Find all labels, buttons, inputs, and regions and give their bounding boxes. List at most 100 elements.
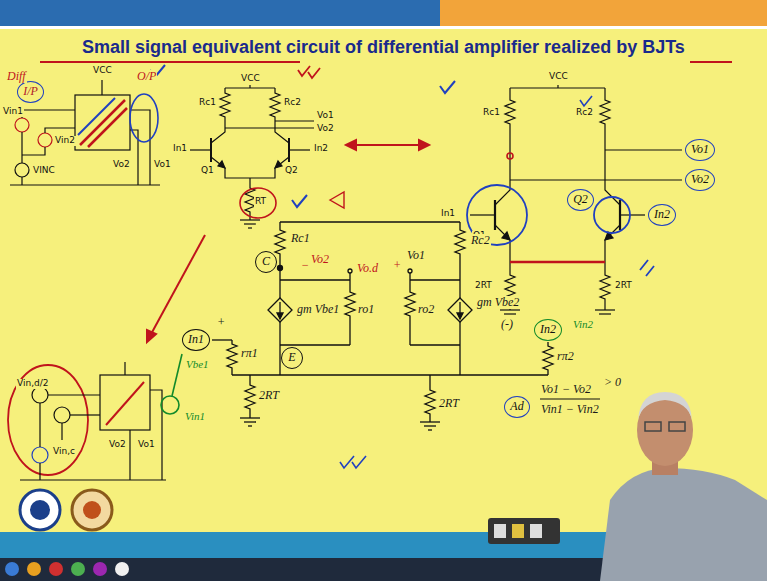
block-diagram-top-left-stroke [21, 177, 22, 185]
slide-frame-stroke [49, 562, 63, 576]
block-diagram-top-left-stroke [22, 147, 45, 155]
small-signal-circuit-stroke [349, 273, 350, 280]
signal-label: Rc1 [290, 232, 311, 245]
block-diagram-top-left-stroke [21, 132, 22, 163]
annotation-arrows [147, 140, 429, 342]
small-signal-circuit-stroke [540, 398, 600, 399]
diff-pair-right-stroke [600, 225, 620, 310]
small-signal-circuit-stroke [340, 456, 366, 468]
signal-label: Diff [6, 70, 27, 83]
small-signal-circuit-stroke [348, 269, 352, 273]
block-diagram-top-left-stroke [15, 118, 29, 132]
signal-label: Vo1 [406, 249, 426, 262]
signal-label: 2RT [438, 397, 460, 410]
small-signal-circuit-stroke [409, 273, 410, 280]
slide-frame-stroke [40, 61, 300, 63]
circled-label: In1 [182, 329, 210, 351]
node-text: C [262, 255, 270, 268]
block-diagram-top-left-stroke [101, 80, 102, 95]
signal-label: VINC [32, 166, 56, 176]
signal-label: Rc1 [482, 108, 501, 118]
block-diagram-top-left-stroke [38, 133, 52, 147]
node-text: In1 [188, 333, 204, 346]
signal-label: Vo1 [316, 111, 335, 121]
block-diagram-bottom-left-stroke [32, 387, 48, 403]
slide-frame-stroke [30, 500, 50, 520]
signal-label: Vin1 [184, 410, 206, 422]
small-signal-circuit-stroke [279, 322, 280, 375]
diff-pair-right-stroke [470, 214, 495, 215]
signal-label: gm Vbe2 [476, 296, 520, 309]
presenter-figure-stroke [600, 468, 767, 581]
annotation-arrows-stroke [147, 330, 156, 342]
small-signal-circuit-stroke [425, 375, 435, 422]
signal-label: VCC [92, 66, 113, 76]
block-diagram-bottom-left-stroke [61, 423, 62, 440]
signal-label: VCC [240, 74, 261, 84]
diff-pair-right-stroke [510, 179, 682, 180]
small-signal-circuit-stroke [459, 280, 460, 298]
diff-pair-middle-stroke [240, 219, 260, 220]
signal-label: Vo2 [316, 124, 335, 134]
block-diagram-bottom-left-stroke [124, 362, 125, 375]
signal-label: Rc2 [470, 234, 491, 247]
signal-label: 2RT [614, 281, 633, 291]
block-diagram-top-left-stroke [15, 163, 29, 177]
block-diagram-top-left-stroke [22, 110, 75, 118]
signal-label: Vbe1 [185, 358, 210, 370]
block-diagram-bottom-left [8, 362, 166, 480]
small-signal-circuit-stroke [268, 298, 292, 322]
diff-pair-right-stroke [594, 197, 630, 233]
diff-pair-middle-stroke [211, 157, 289, 178]
diff-pair-right-stroke [605, 149, 682, 150]
signal-label: 2RT [258, 389, 280, 402]
small-signal-circuit-stroke [543, 342, 553, 375]
circled-label: E [281, 347, 303, 369]
block-diagram-bottom-left-stroke [39, 463, 40, 480]
signal-label: Q2 [284, 166, 299, 176]
small-signal-circuit-stroke [420, 421, 440, 422]
node-text: Ad [510, 400, 523, 413]
diff-pair-right-stroke [440, 81, 455, 93]
slide-title: Small signal equivalent circuit of diffe… [82, 37, 685, 58]
small-signal-circuit-stroke [232, 374, 548, 375]
signal-label: Rc2 [283, 98, 302, 108]
small-signal-circuit-stroke [244, 421, 256, 422]
node-text: In2 [540, 323, 556, 336]
small-signal-circuit-stroke [345, 280, 355, 345]
small-signal-circuit-stroke [280, 221, 460, 222]
slide-frame-stroke [0, 0, 767, 26]
block-diagram-bottom-left-stroke [32, 447, 48, 463]
diff-pair-middle-stroke [240, 188, 276, 218]
small-signal-circuit-stroke [410, 279, 460, 280]
block-diagram-top-left-stroke [130, 94, 158, 142]
block-diagram-bottom-left-stroke [20, 479, 166, 480]
block-diagram-bottom-left-stroke [70, 414, 100, 415]
diff-pair-right-stroke [580, 96, 592, 106]
block-diagram-top-left-stroke [130, 110, 150, 185]
circled-label: Ad [504, 396, 530, 418]
small-signal-circuit-stroke [428, 429, 432, 430]
diff-pair-right-stroke [600, 88, 620, 205]
small-signal-circuit-stroke [408, 269, 412, 273]
block-diagram-bottom-left-stroke [48, 394, 100, 395]
signal-label: VCC [548, 72, 569, 82]
node-text: Q2 [573, 193, 588, 206]
circled-label: Vo2 [685, 169, 715, 191]
diff-pair-right-stroke [620, 214, 645, 215]
block-diagram-top-left-stroke [78, 98, 115, 135]
circled-label: C [255, 251, 277, 273]
signal-label: Vin1 − Vin2 [540, 403, 600, 416]
presenter-figure-stroke [669, 422, 685, 431]
block-diagram-top-left-stroke [80, 100, 125, 145]
diff-pair-middle-stroke [211, 88, 230, 143]
small-signal-circuit-stroke [457, 313, 463, 319]
diff-pair-right-stroke [557, 85, 558, 88]
small-signal-circuit-stroke [212, 339, 232, 340]
diff-pair-right-stroke [595, 309, 615, 310]
signal-label: + [392, 259, 402, 272]
block-diagram-bottom-left-stroke [106, 382, 144, 425]
small-signal-circuit-stroke [245, 375, 255, 418]
